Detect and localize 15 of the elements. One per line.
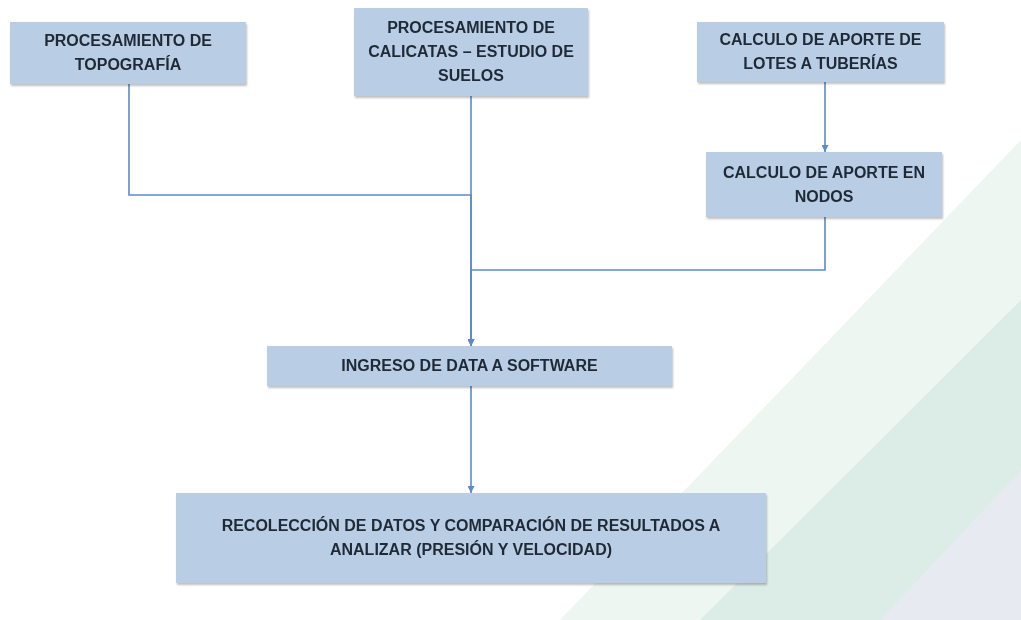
box-label: CALCULO DE APORTE EN NODOS [721,162,927,207]
box-label: RECOLECCIÓN DE DATOS Y COMPARACIÓN DE RESULTADOS A ANALIZAR (PRESIÓN Y VELOCIDAD) [220,515,722,560]
box-label: PROCESAMIENTO DE TOPOGRAFÍA [43,31,213,75]
process-box [354,8,588,96]
box-label: INGRESO DE DATA A SOFTWARE [341,356,598,376]
connector-arrow [821,81,829,153]
process-box [10,22,246,84]
connector-arrow [467,216,826,347]
connector-arrow [467,385,475,494]
process-box [697,22,944,82]
process-box [176,493,766,583]
process-box [267,346,672,386]
process-box [706,152,942,217]
box-label: PROCESAMIENTO DE CALICATAS – ESTUDIO DE SUELOS [367,18,575,86]
box-label: CALCULO DE APORTE DE LOTES A TUBERÍAS [718,30,923,74]
